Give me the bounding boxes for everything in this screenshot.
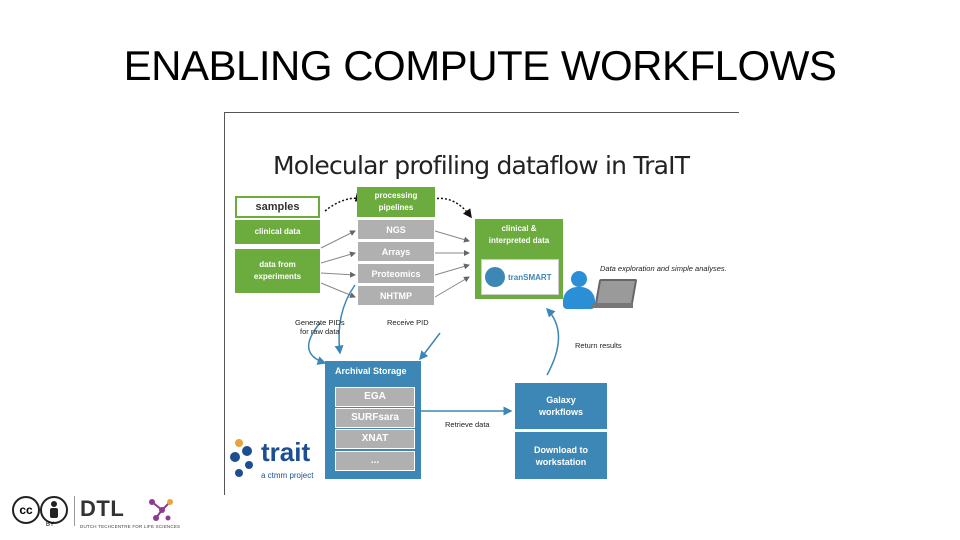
- retrieve-data-label: Retrieve data: [445, 420, 490, 429]
- generate-pids-label: Generate PIDs for raw data: [295, 318, 345, 336]
- dtl-logo-text: DTL: [80, 496, 125, 521]
- return-results-label: Return results: [575, 341, 622, 350]
- diagram-title: Molecular profiling dataflow in TraIT: [273, 151, 690, 180]
- trait-logo: trait a ctmm project: [227, 431, 327, 491]
- user-note: Data exploration and simple analyses.: [600, 264, 727, 273]
- slide-title: ENABLING COMPUTE WORKFLOWS: [123, 42, 837, 89]
- laptop-icon: [591, 279, 638, 309]
- receive-pid-label: Receive PID: [387, 318, 429, 327]
- cc-license-icon: cc: [12, 496, 40, 524]
- pipeline-arrays: Arrays: [357, 241, 435, 262]
- storage-xnat: XNAT: [335, 429, 415, 449]
- storage-more: ...: [335, 451, 415, 471]
- download-workstation-box: Download to workstation: [515, 431, 607, 479]
- transmart-emblem-icon: [485, 267, 505, 287]
- galaxy-workflows-box: Galaxy workflows: [515, 383, 607, 429]
- samples-header: samples: [235, 196, 320, 218]
- dataflow-diagram: Molecular profiling dataflow in TraIT: [224, 112, 739, 495]
- attribution-icon: [40, 496, 68, 524]
- pipeline-ngs: NGS: [357, 219, 435, 240]
- experiments-data-box: data from experiments: [235, 249, 320, 293]
- storage-ega: EGA: [335, 387, 415, 407]
- storage-surfsara: SURFsara: [335, 408, 415, 428]
- transmart-logo: tranSMART: [481, 259, 559, 295]
- user-icon: [561, 271, 595, 313]
- by-label: BY: [46, 522, 55, 528]
- trait-tagline: a ctmm project: [261, 471, 314, 480]
- dtl-network-icon: [149, 499, 173, 521]
- processing-pipelines-header: processing pipelines: [357, 187, 435, 217]
- footer-logos: cc BY DTL DUTCH TECHCENTRE FOR LIFE SCIE…: [8, 494, 181, 534]
- pipeline-nhtmp: NHTMP: [357, 285, 435, 306]
- dtl-full-name: DUTCH TECHCENTRE FOR LIFE SCIENCES: [80, 524, 181, 529]
- clinical-data-box: clinical data: [235, 220, 320, 244]
- pipeline-proteomics: Proteomics: [357, 263, 435, 284]
- trait-wordmark: trait: [261, 437, 311, 467]
- flow-arrows: [308, 192, 560, 416]
- trait-emblem-icon: [230, 439, 253, 477]
